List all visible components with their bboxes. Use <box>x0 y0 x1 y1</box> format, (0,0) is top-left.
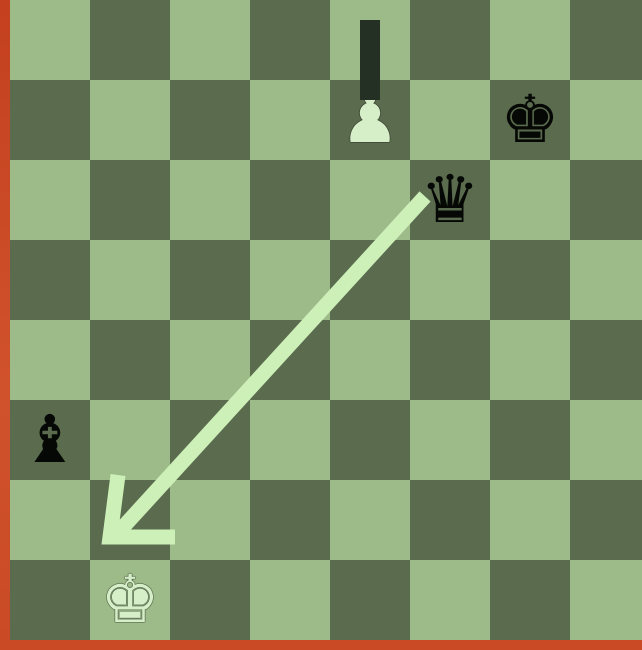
square-c5[interactable] <box>170 240 250 320</box>
square-d4[interactable] <box>250 320 330 400</box>
square-h6[interactable] <box>570 160 642 240</box>
square-h4[interactable] <box>570 320 642 400</box>
square-h1[interactable] <box>570 560 642 640</box>
square-d7[interactable] <box>250 80 330 160</box>
square-e3[interactable] <box>330 400 410 480</box>
square-a2[interactable] <box>10 480 90 560</box>
square-g2[interactable] <box>490 480 570 560</box>
square-b2[interactable] <box>90 480 170 560</box>
black-queen-icon[interactable]: ♛ <box>410 160 490 240</box>
square-g5[interactable] <box>490 240 570 320</box>
square-f5[interactable] <box>410 240 490 320</box>
square-g4[interactable] <box>490 320 570 400</box>
black-bishop-icon[interactable]: ♝ <box>10 400 90 480</box>
square-c8[interactable] <box>170 0 250 80</box>
square-f1[interactable] <box>410 560 490 640</box>
chess-board[interactable]: ♟♚♛♝♚ <box>10 0 642 640</box>
square-e1[interactable] <box>330 560 410 640</box>
square-h8[interactable] <box>570 0 642 80</box>
square-g6[interactable] <box>490 160 570 240</box>
square-f4[interactable] <box>410 320 490 400</box>
square-a6[interactable] <box>10 160 90 240</box>
square-f2[interactable] <box>410 480 490 560</box>
square-c4[interactable] <box>170 320 250 400</box>
square-a1[interactable] <box>10 560 90 640</box>
square-c2[interactable] <box>170 480 250 560</box>
square-h2[interactable] <box>570 480 642 560</box>
square-b4[interactable] <box>90 320 170 400</box>
square-d1[interactable] <box>250 560 330 640</box>
square-b1[interactable]: ♚ <box>90 560 170 640</box>
square-g7[interactable]: ♚ <box>490 80 570 160</box>
square-e5[interactable] <box>330 240 410 320</box>
square-f6[interactable]: ♛ <box>410 160 490 240</box>
square-e8[interactable] <box>330 0 410 80</box>
square-g8[interactable] <box>490 0 570 80</box>
square-c7[interactable] <box>170 80 250 160</box>
square-a4[interactable] <box>10 320 90 400</box>
square-h5[interactable] <box>570 240 642 320</box>
square-f7[interactable] <box>410 80 490 160</box>
square-h7[interactable] <box>570 80 642 160</box>
square-c1[interactable] <box>170 560 250 640</box>
square-c3[interactable] <box>170 400 250 480</box>
square-d5[interactable] <box>250 240 330 320</box>
black-king-icon[interactable]: ♚ <box>490 80 570 160</box>
square-b8[interactable] <box>90 0 170 80</box>
square-e7[interactable]: ♟ <box>330 80 410 160</box>
square-f8[interactable] <box>410 0 490 80</box>
square-a7[interactable] <box>10 80 90 160</box>
white-king-icon[interactable]: ♚ <box>90 560 170 640</box>
square-b7[interactable] <box>90 80 170 160</box>
square-h3[interactable] <box>570 400 642 480</box>
square-a3[interactable]: ♝ <box>10 400 90 480</box>
square-e2[interactable] <box>330 480 410 560</box>
square-a5[interactable] <box>10 240 90 320</box>
square-d6[interactable] <box>250 160 330 240</box>
square-d2[interactable] <box>250 480 330 560</box>
square-e6[interactable] <box>330 160 410 240</box>
square-f3[interactable] <box>410 400 490 480</box>
square-b3[interactable] <box>90 400 170 480</box>
square-e4[interactable] <box>330 320 410 400</box>
square-g3[interactable] <box>490 400 570 480</box>
square-b6[interactable] <box>90 160 170 240</box>
square-a8[interactable] <box>10 0 90 80</box>
square-d8[interactable] <box>250 0 330 80</box>
white-pawn-icon[interactable]: ♟ <box>330 80 410 160</box>
square-b5[interactable] <box>90 240 170 320</box>
square-c6[interactable] <box>170 160 250 240</box>
square-g1[interactable] <box>490 560 570 640</box>
square-d3[interactable] <box>250 400 330 480</box>
